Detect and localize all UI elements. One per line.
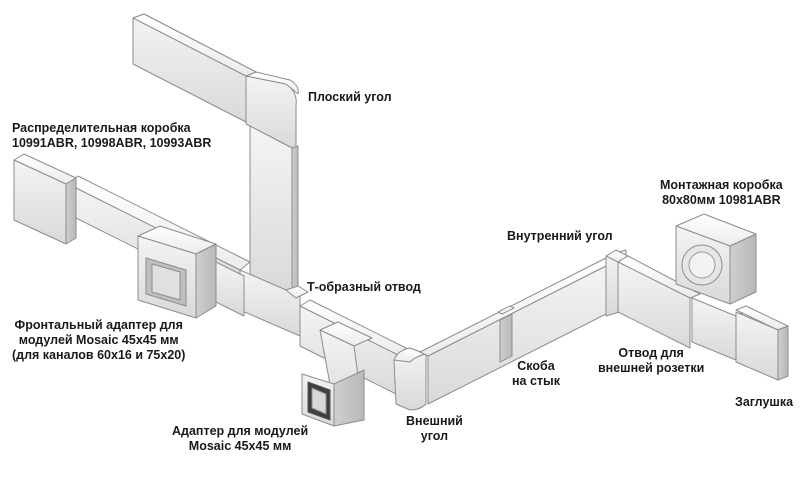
label-outer-corner: Внешний угол	[406, 414, 463, 443]
label-flat-corner: Плоский угол	[308, 90, 392, 104]
outer-corner	[393, 347, 427, 411]
label-t-branch: Т-образный отвод	[307, 280, 421, 294]
lower-channel-run	[299, 299, 411, 427]
inner-corner-run	[605, 249, 789, 381]
label-joint-bracket: Скоба на стык	[512, 359, 560, 388]
label-end-cap: Заглушка	[735, 395, 794, 409]
right-channel-run	[419, 257, 615, 405]
label-distribution-box: Распределительная коробка 10991ABR, 1099…	[12, 121, 212, 150]
label-mounting-box: Монтажная коробка 80x80мм 10981ABR	[660, 178, 783, 207]
front-adapter	[137, 225, 245, 319]
mounting-box	[675, 213, 757, 305]
label-module-adapter: Адаптер для модулей Mosaic 45x45 мм	[172, 424, 309, 453]
label-front-adapter: Фронтальный адаптер для модулей Mosaic 4…	[12, 318, 186, 362]
label-inner-corner: Внутренний угол	[507, 229, 613, 243]
riser-and-flat-corner	[132, 13, 309, 337]
label-socket-branch: Отвод для внешней розетки	[598, 346, 705, 375]
